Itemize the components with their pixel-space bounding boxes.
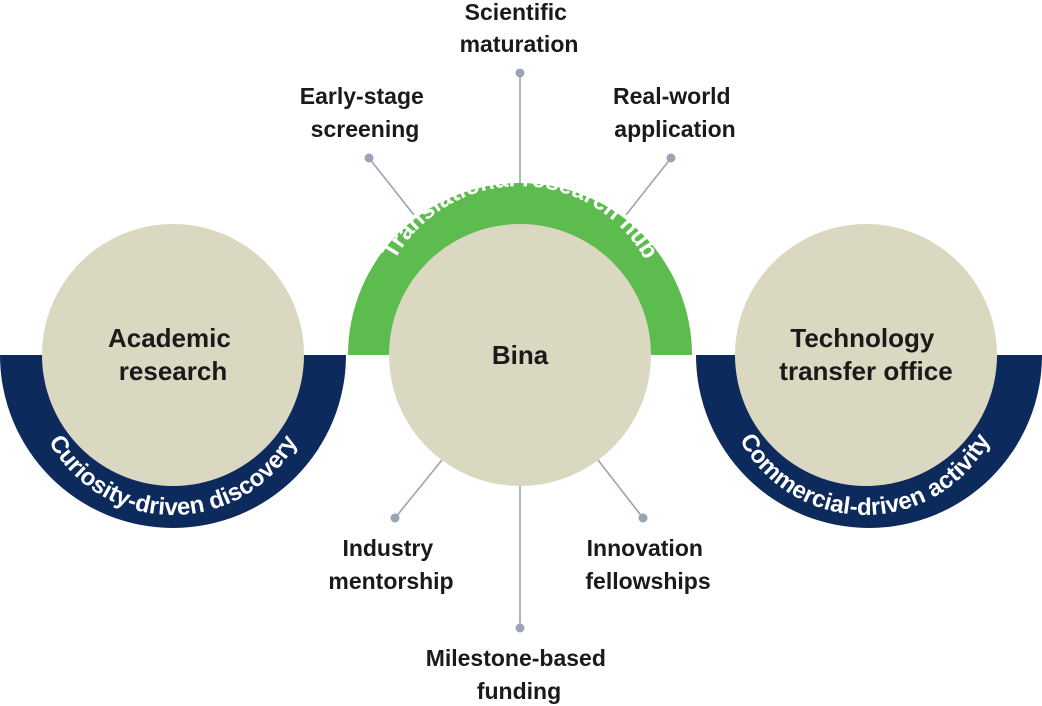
spoke-line-bottom-left — [394, 459, 443, 519]
spoke-label-bottom-left: Industry mentorship — [328, 535, 453, 594]
spoke-label-bottom-right: Innovation fellowships — [585, 535, 710, 594]
spokes — [364, 68, 676, 633]
spoke-dot-bottom-right — [638, 513, 648, 523]
spoke-line-top-left — [368, 157, 415, 216]
spoke-dot-bottom-left — [390, 513, 400, 523]
bina-title: Bina — [492, 340, 549, 370]
spoke-line-bottom-right — [597, 459, 644, 519]
spoke-label-top-left: Early-stage screening — [300, 83, 430, 142]
tto-circle — [735, 224, 997, 486]
spoke-dot-top-left — [364, 153, 374, 163]
spoke-dot-bottom — [515, 623, 525, 633]
spoke-line-top-right — [625, 157, 672, 216]
academic-research-title: Academic research — [108, 323, 238, 386]
spoke-dot-top-right — [666, 153, 676, 163]
spoke-label-bottom: Milestone-based funding — [426, 645, 613, 704]
tto-title: Technology transfer office — [779, 323, 952, 386]
spoke-label-top-right: Real-world application — [613, 83, 737, 142]
bina-circle — [389, 224, 651, 486]
academic-research-circle — [42, 224, 304, 486]
spoke-dot-top — [515, 68, 525, 78]
spoke-label-top: Scientific maturation — [460, 0, 579, 57]
